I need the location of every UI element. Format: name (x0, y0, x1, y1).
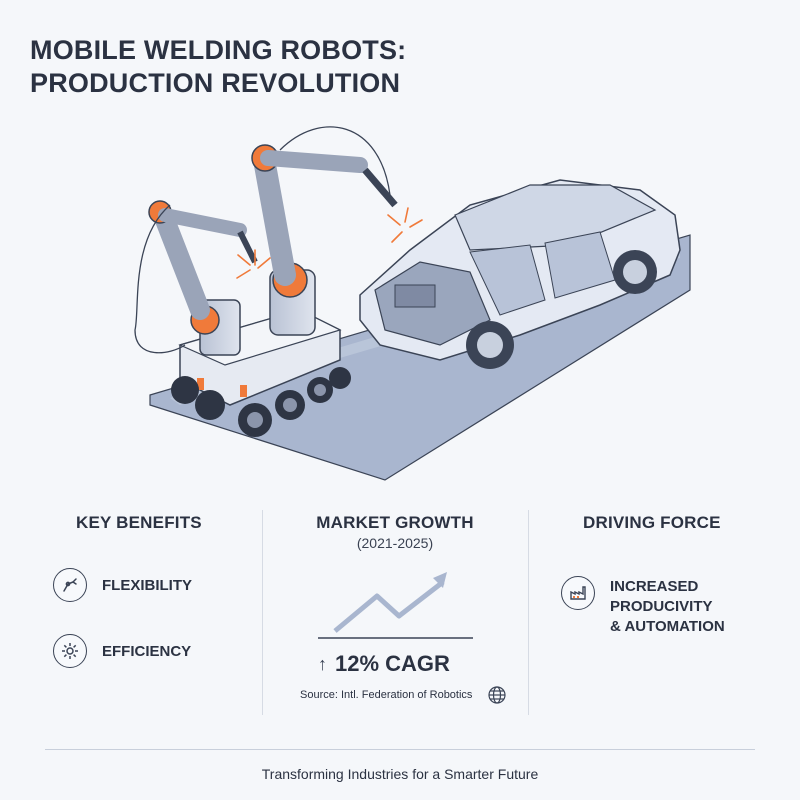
robot-arm-icon (53, 568, 87, 602)
robot-arm-left (148, 200, 258, 356)
market-period: (2021-2025) (356, 535, 434, 551)
robot-arm-right (251, 144, 398, 336)
benefit-flexibility: FLEXIBILITY (102, 577, 192, 594)
driver-line-2: PRODUCIVITY (610, 598, 713, 615)
benefits-heading: KEY BENEFITS (76, 513, 202, 532)
column-divider-1 (262, 510, 263, 715)
page-title: MOBILE WELDING ROBOTS: PRODUCTION REVOLU… (30, 34, 406, 100)
driver-line-1: INCREASED (610, 578, 699, 595)
cagr-value: ↑ 12% CAGR (318, 651, 478, 677)
gear-icon (53, 634, 87, 668)
driver-description: INCREASED PRODUCIVITY & AUTOMATION (610, 577, 725, 637)
source-text: Source: Intl. Federation of Robotics (300, 689, 473, 701)
footer-divider (45, 749, 755, 750)
driver-heading: DRIVING FORCE (583, 513, 721, 532)
weld-sparks (236, 207, 423, 279)
benefit-efficiency: EFFICIENCY (102, 643, 192, 660)
driver-line-3: & AUTOMATION (610, 618, 725, 635)
column-divider-2 (528, 510, 529, 715)
title-line-1: MOBILE WELDING ROBOTS: (30, 35, 407, 65)
market-heading: MARKET GROWTH (316, 513, 474, 532)
growth-chart-icon (318, 572, 473, 639)
cagr-text: 12% CAGR (335, 651, 450, 676)
footer-tagline: Transforming Industries for a Smarter Fu… (261, 766, 539, 782)
car-icon (359, 179, 681, 369)
title-line-2: PRODUCTION REVOLUTION (30, 68, 401, 98)
globe-icon (488, 686, 506, 704)
welding-robot-illustration (134, 126, 691, 481)
factory-icon (561, 576, 595, 610)
arrow-up-icon: ↑ (318, 653, 327, 674)
